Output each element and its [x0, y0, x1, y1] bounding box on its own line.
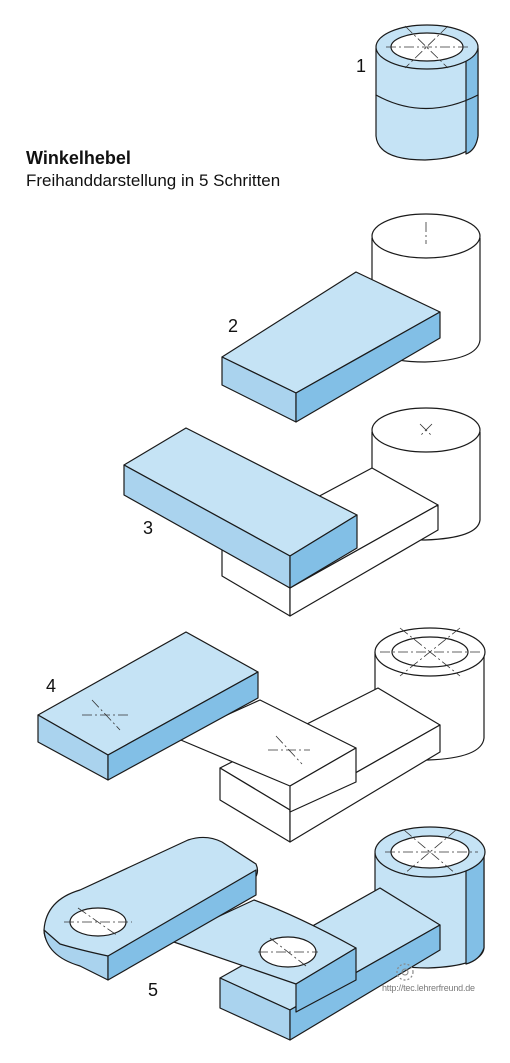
page-subtitle: Freihanddarstellung in 5 Schritten [26, 171, 281, 190]
step-5-drawing [43, 826, 486, 1041]
step-3-drawing [123, 407, 481, 617]
step-4-drawing [37, 627, 486, 843]
step-label-2: 2 [228, 316, 239, 336]
step-label-1: 1 [356, 56, 367, 76]
step-label-5: 5 [148, 980, 159, 1000]
page-title: Winkelhebel [26, 148, 131, 168]
step-2-drawing [221, 213, 481, 423]
gear-logo-icon [396, 963, 414, 981]
step-1-cylinder [375, 24, 479, 161]
watermark-url: http://tec.lehrerfreund.de [382, 983, 475, 993]
step-label-3: 3 [143, 518, 154, 538]
step-label-4: 4 [46, 676, 57, 696]
